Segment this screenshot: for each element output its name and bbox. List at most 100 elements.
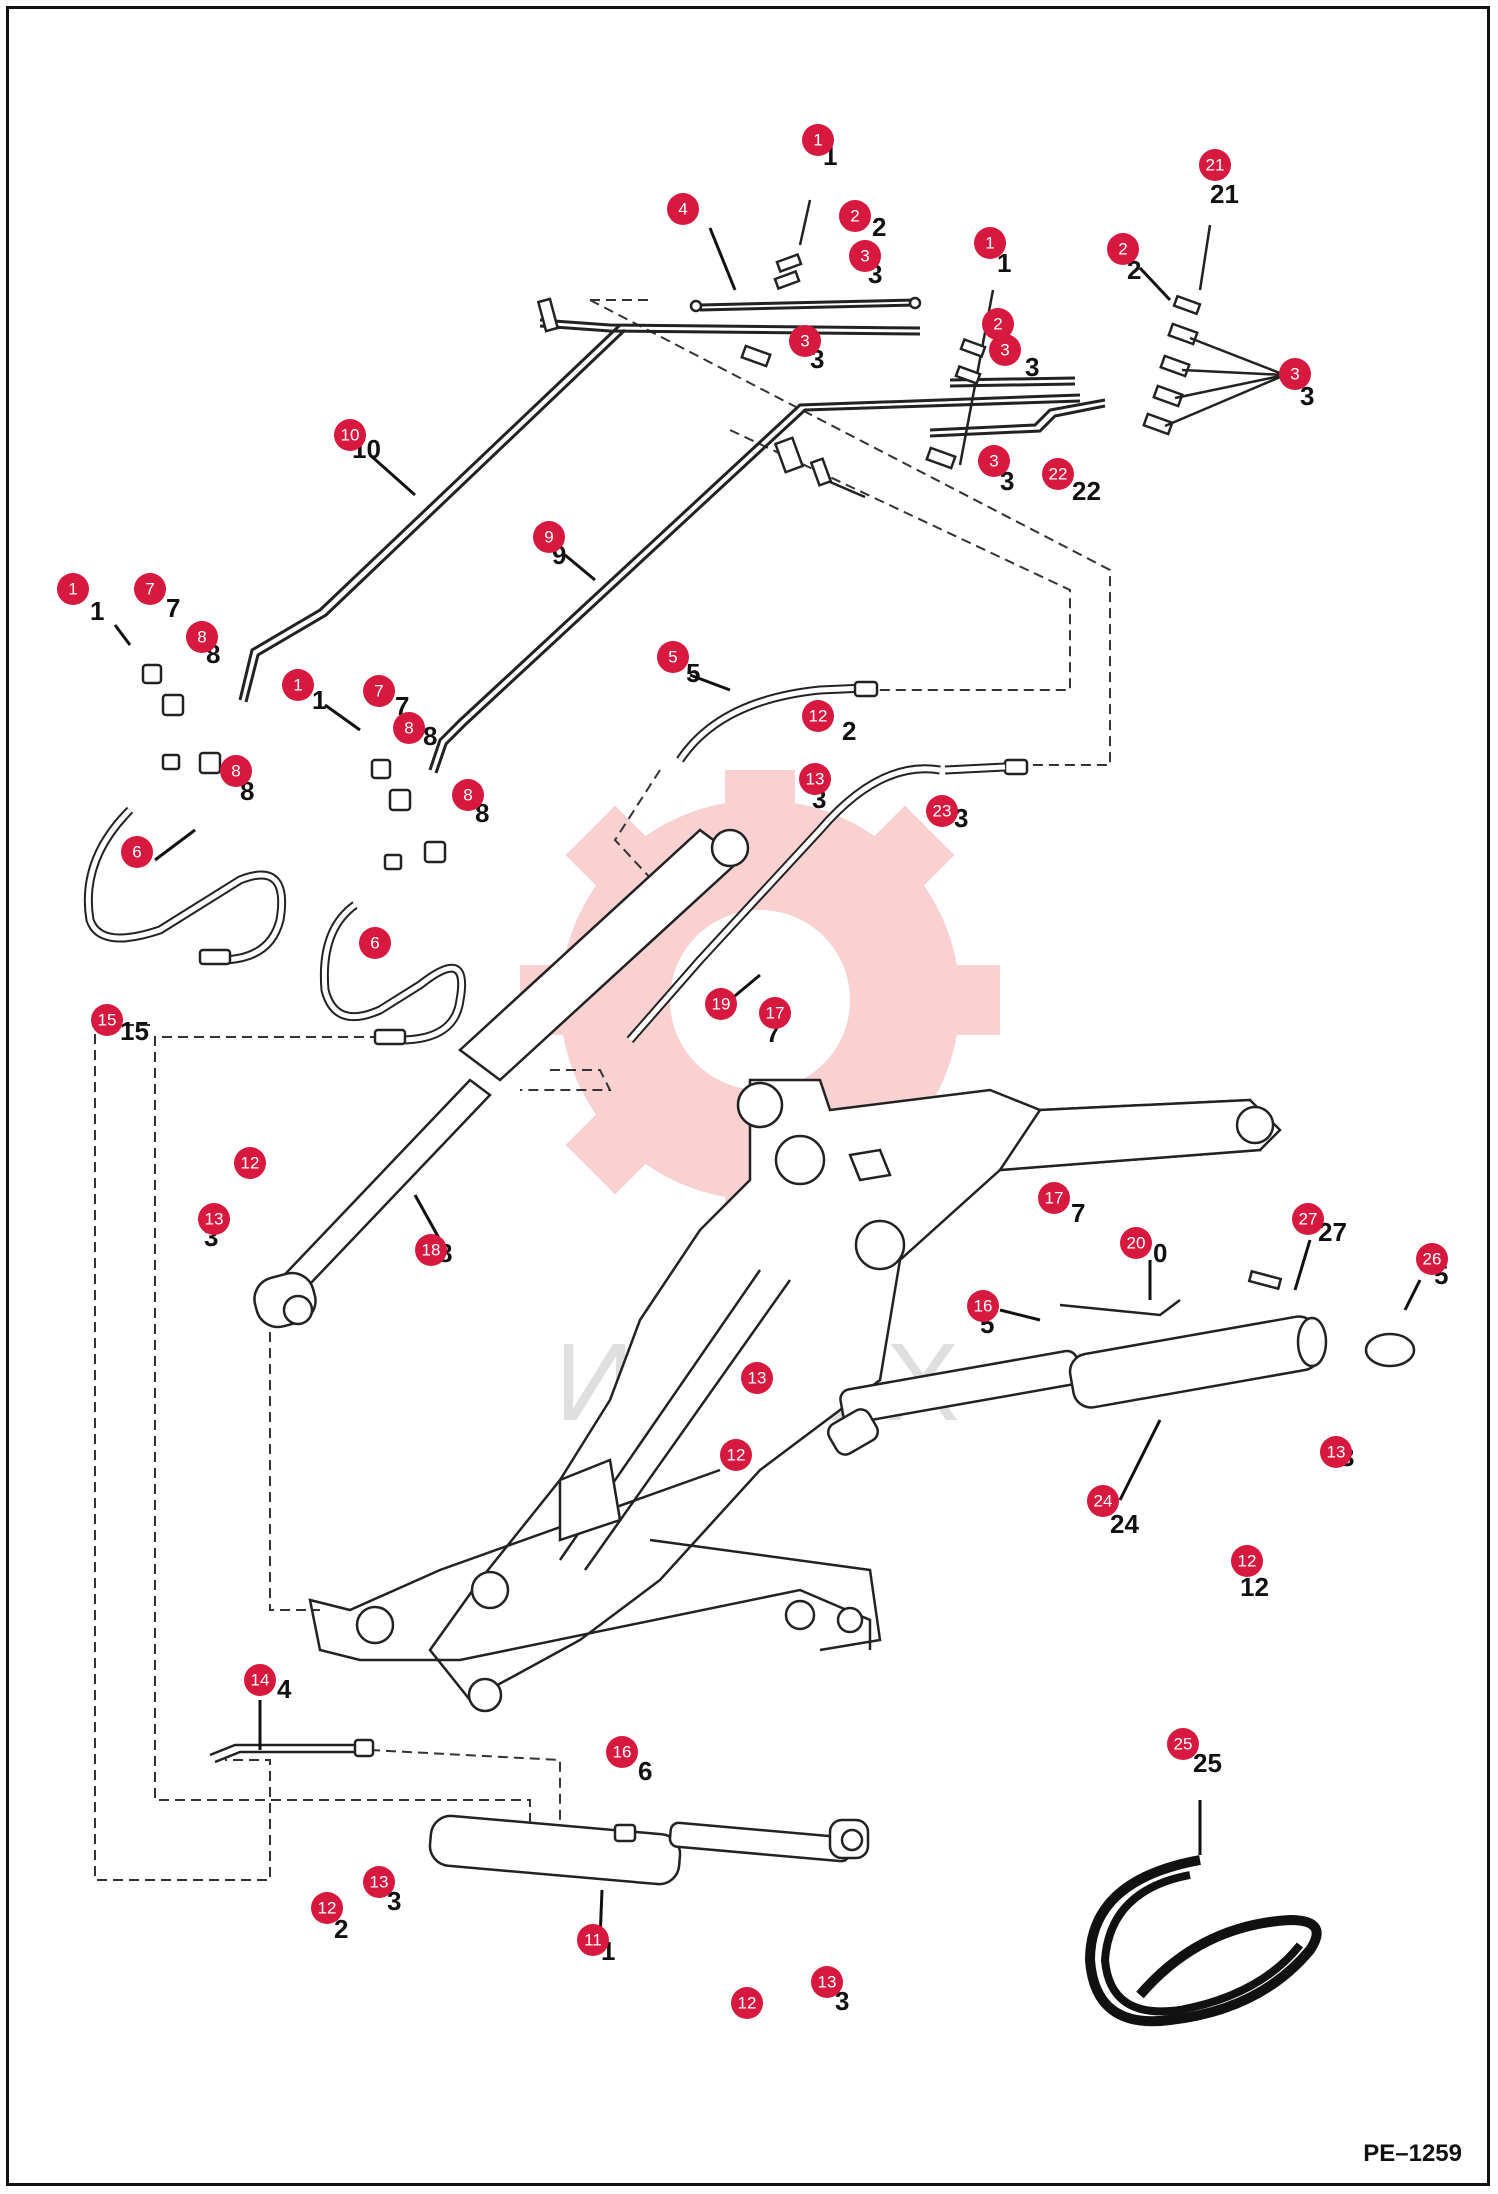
- callout-badge[interactable]: 23: [926, 795, 958, 827]
- callout-badge[interactable]: 10: [334, 419, 366, 451]
- callout-badge[interactable]: 14: [244, 1664, 276, 1696]
- callout-badge-number: 3: [1000, 341, 1009, 360]
- callout-badge-circle: [741, 1362, 773, 1394]
- callout-badge[interactable]: 13: [799, 763, 831, 795]
- callout-badge[interactable]: 12: [731, 1987, 763, 2019]
- callout-badge-number: 8: [404, 719, 413, 738]
- callout-badge[interactable]: 11: [577, 1924, 609, 1956]
- part-number-label: 6: [638, 1756, 652, 1786]
- callout-badge[interactable]: 6: [359, 927, 391, 959]
- callout-badge[interactable]: 13: [741, 1362, 773, 1394]
- callout-badge-circle: [334, 419, 366, 451]
- callout-badge[interactable]: 18: [415, 1234, 447, 1266]
- callout-badge[interactable]: 2: [1107, 233, 1139, 265]
- part-number-label: 25: [1193, 1748, 1222, 1778]
- callout-badge[interactable]: 12: [720, 1439, 752, 1471]
- part-number-label: 1: [997, 248, 1011, 278]
- callout-badge[interactable]: 4: [667, 193, 699, 225]
- callout-badge[interactable]: 20: [1120, 1227, 1152, 1259]
- callout-badge-circle: [91, 1004, 123, 1036]
- callout-badge-number: 2: [1118, 240, 1127, 259]
- callout-badge-number: 10: [341, 426, 360, 445]
- callout-badge[interactable]: 7: [363, 675, 395, 707]
- callout-badge[interactable]: 3: [789, 325, 821, 357]
- callout-badge-number: 5: [668, 648, 677, 667]
- callout-badge-circle: [1120, 1227, 1152, 1259]
- callout-badge[interactable]: 16: [606, 1736, 638, 1768]
- callout-badge[interactable]: 27: [1292, 1203, 1324, 1235]
- callout-badge-number: 1: [293, 676, 302, 695]
- callout-badge-circle: [974, 227, 1006, 259]
- callout-badge[interactable]: 13: [198, 1203, 230, 1235]
- callout-badge[interactable]: 1: [974, 227, 1006, 259]
- callout-badge[interactable]: 3: [849, 240, 881, 272]
- part-number-label: 5: [686, 658, 700, 688]
- callout-badge[interactable]: 8: [220, 755, 252, 787]
- callout-badge[interactable]: 3: [1279, 358, 1311, 390]
- callout-badge[interactable]: 9: [533, 521, 565, 553]
- callout-badge[interactable]: 12: [311, 1892, 343, 1924]
- callout-badge[interactable]: 8: [393, 712, 425, 744]
- callout-badge-number: 16: [613, 1743, 632, 1762]
- callout-badge-circle: [606, 1736, 638, 1768]
- callout-badge-circle: [134, 573, 166, 605]
- callout-badge[interactable]: 7: [134, 573, 166, 605]
- callout-badge-circle: [363, 1866, 395, 1898]
- callout-badge[interactable]: 12: [234, 1147, 266, 1179]
- callout-badge-circle: [533, 521, 565, 553]
- callout-badge-number: 8: [231, 762, 240, 781]
- callout-badge-circle: [234, 1147, 266, 1179]
- callout-badge[interactable]: 12: [802, 700, 834, 732]
- callout-badge[interactable]: 8: [186, 621, 218, 653]
- part-number-label: 21: [1210, 179, 1239, 209]
- callout-badge-circle: [415, 1234, 447, 1266]
- callout-badge[interactable]: 19: [705, 988, 737, 1020]
- callout-badge[interactable]: 1: [802, 124, 834, 156]
- callout-badge[interactable]: 8: [452, 779, 484, 811]
- leader-lines: [113, 227, 1422, 1941]
- callout-badge[interactable]: 17: [759, 997, 791, 1029]
- callout-badge[interactable]: 1: [57, 573, 89, 605]
- callout-badge-number: 3: [860, 247, 869, 266]
- callout-badge[interactable]: 21: [1199, 149, 1231, 181]
- callout-badge-circle: [220, 755, 252, 787]
- part-number-label: 4: [277, 1674, 292, 1704]
- callout-badge-number: 12: [241, 1154, 260, 1173]
- callout-badge-number: 13: [370, 1873, 389, 1892]
- callout-badge-number: 1: [985, 234, 994, 253]
- callout-badge[interactable]: 15: [91, 1004, 123, 1036]
- callout-badge[interactable]: 12: [1231, 1545, 1263, 1577]
- callout-badge-number: 25: [1174, 1735, 1193, 1754]
- callout-badge-number: 13: [1327, 1443, 1346, 1462]
- callout-badge[interactable]: 26: [1416, 1243, 1448, 1275]
- callout-badge[interactable]: 6: [121, 836, 153, 868]
- callout-badge-circle: [1231, 1545, 1263, 1577]
- callout-badge[interactable]: 22: [1042, 458, 1074, 490]
- callout-badge-circle: [282, 669, 314, 701]
- part-number-label: 22: [1072, 476, 1101, 506]
- callout-badge-number: 13: [818, 1973, 837, 1992]
- callout-badge-circle: [1042, 458, 1074, 490]
- callout-badge[interactable]: 2: [839, 200, 871, 232]
- callout-badge-circle: [720, 1439, 752, 1471]
- callout-badge[interactable]: 5: [657, 641, 689, 673]
- callout-badge-number: 9: [544, 528, 553, 547]
- callout-badge-circle: [1320, 1436, 1352, 1468]
- callout-badge[interactable]: 2: [982, 308, 1014, 340]
- callout-badge[interactable]: 13: [811, 1966, 843, 1998]
- callout-badge[interactable]: 13: [1320, 1436, 1352, 1468]
- callout-badge[interactable]: 25: [1167, 1728, 1199, 1760]
- callout-badge-number: 27: [1299, 1210, 1318, 1229]
- part-number-label: 15: [120, 1016, 149, 1046]
- callout-badge[interactable]: 3: [978, 445, 1010, 477]
- callout-badge[interactable]: 1: [282, 669, 314, 701]
- part-number-label: 3: [387, 1886, 401, 1916]
- callout-badge-circle: [393, 712, 425, 744]
- callout-badge[interactable]: 3: [989, 334, 1021, 366]
- callout-badge-number: 2: [993, 315, 1002, 334]
- callout-badge[interactable]: 13: [363, 1866, 395, 1898]
- callout-badge[interactable]: 16: [967, 1290, 999, 1322]
- callout-badge[interactable]: 17: [1038, 1182, 1070, 1214]
- callout-badge-number: 21: [1206, 156, 1225, 175]
- callout-badge[interactable]: 24: [1087, 1485, 1119, 1517]
